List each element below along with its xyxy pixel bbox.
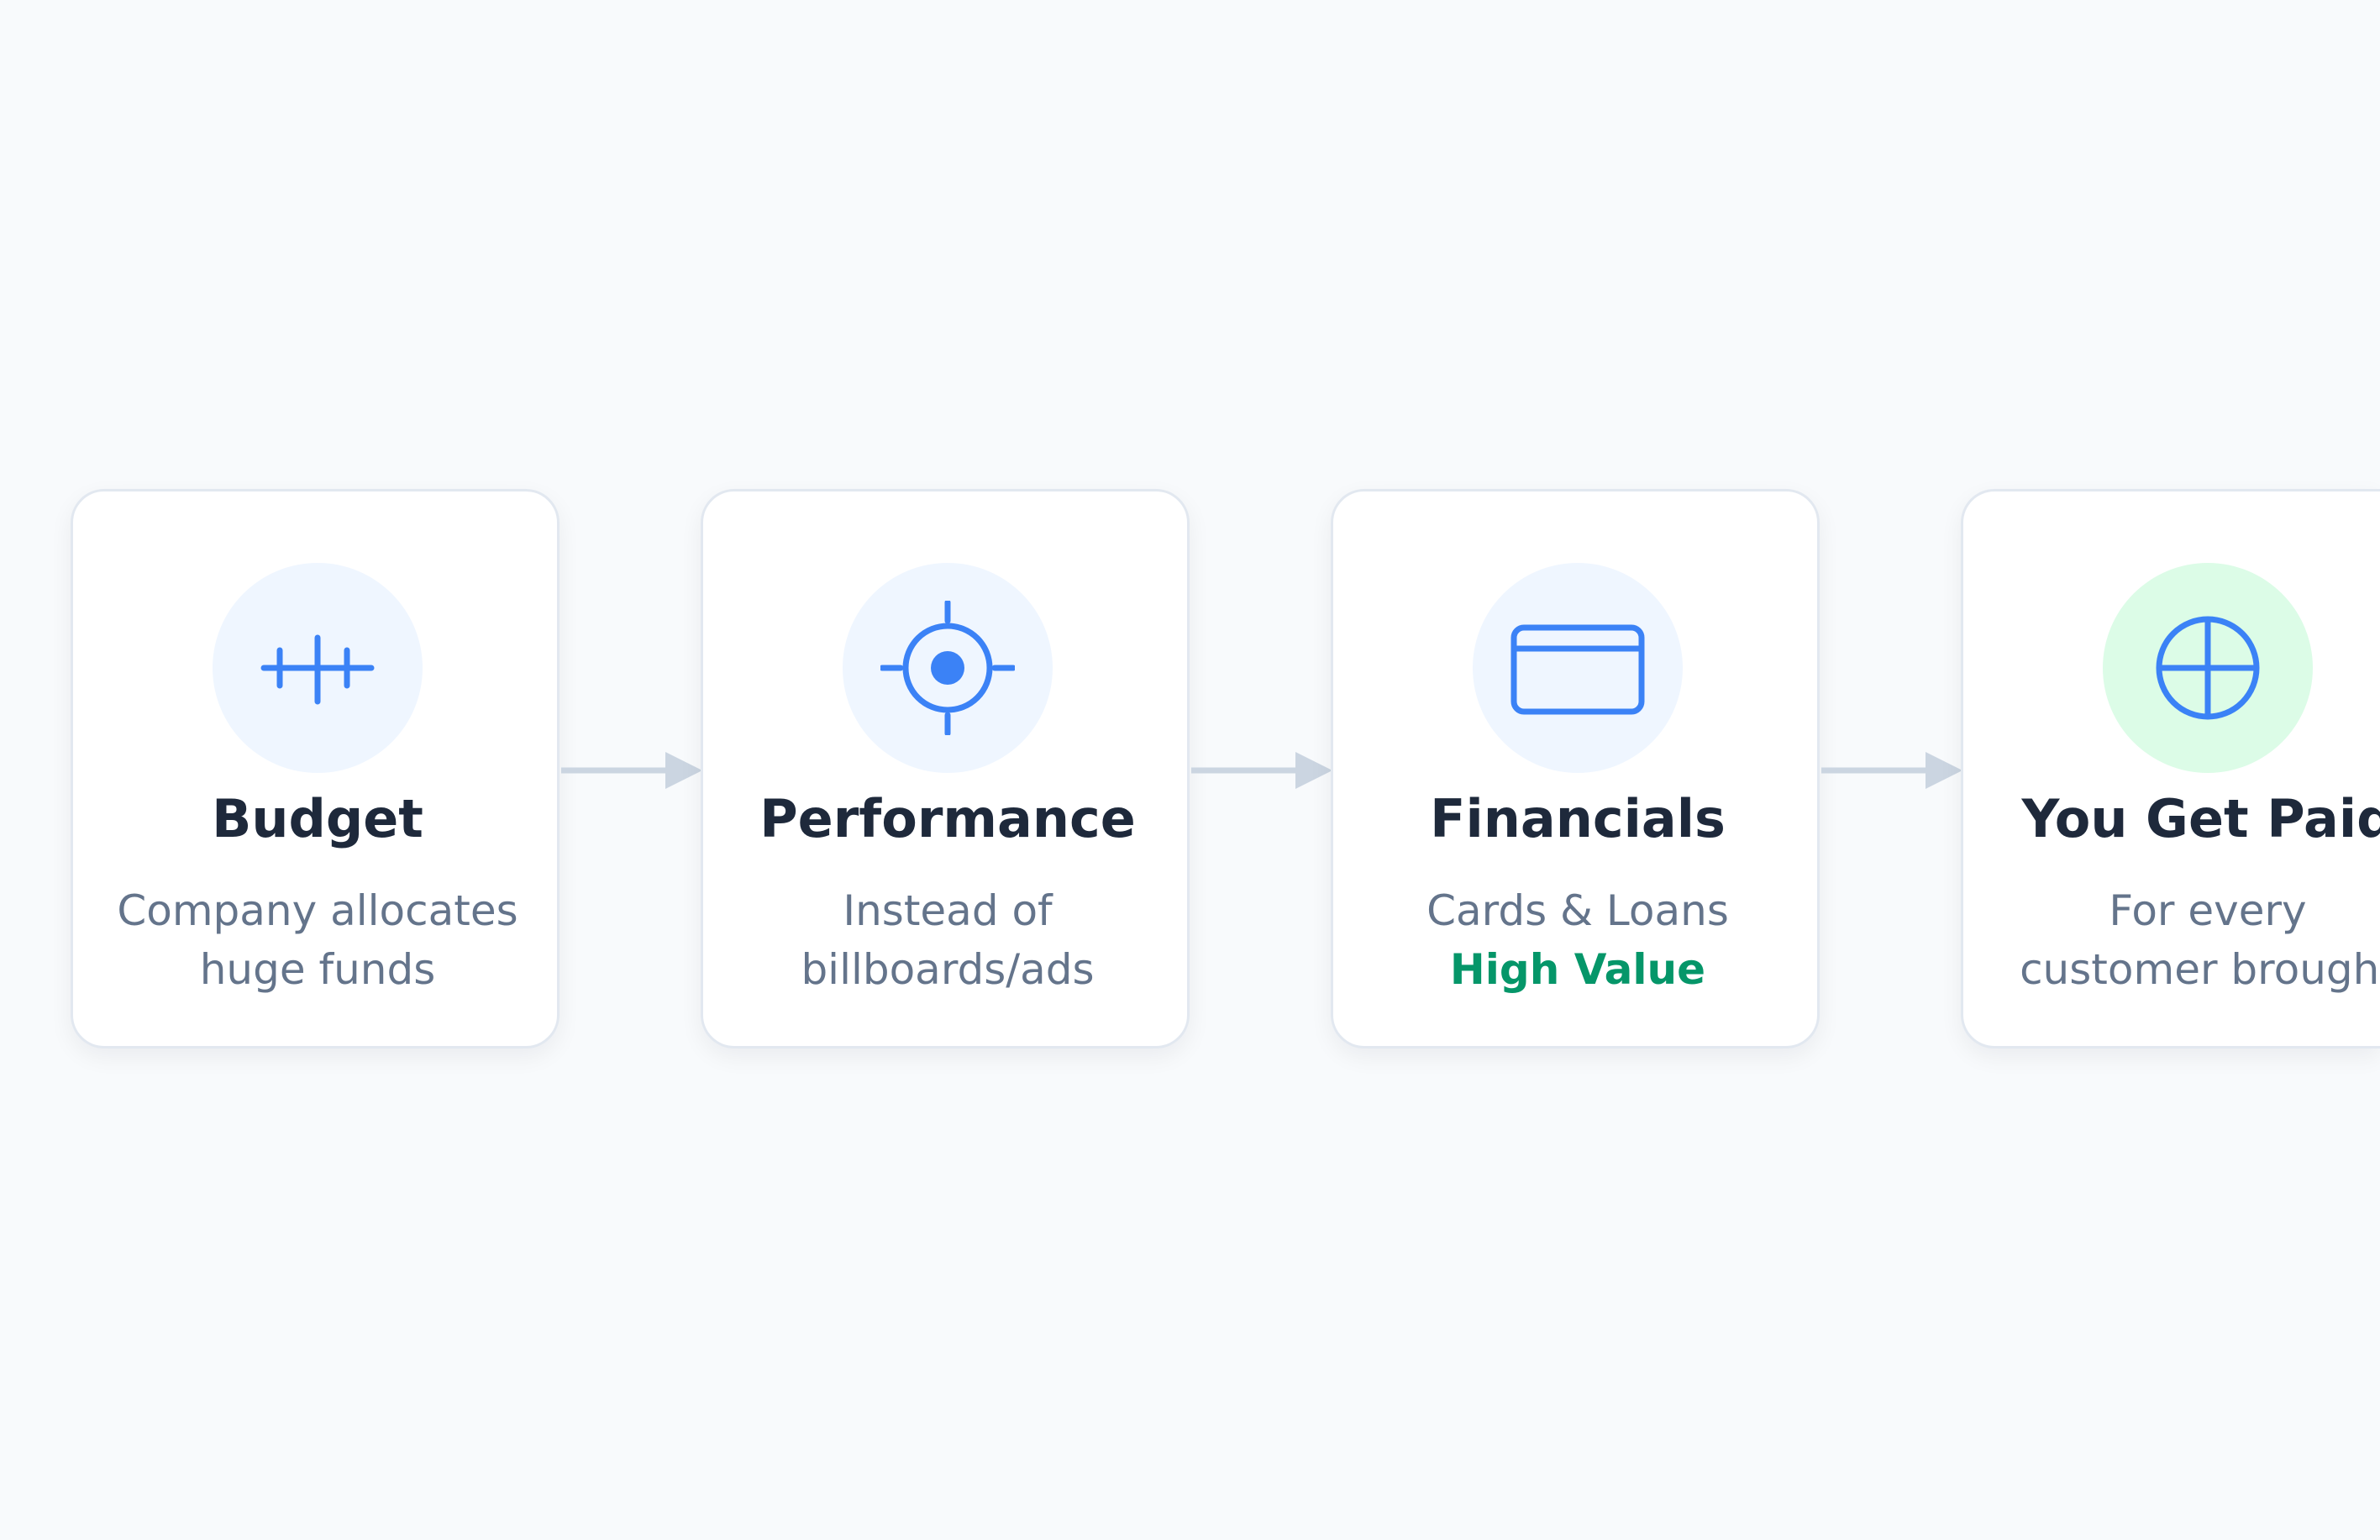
step-card-you-get-paid: You Get Paid For every customer brought bbox=[1961, 489, 2380, 1049]
step-description: Company allocates huge funds bbox=[73, 881, 562, 999]
step-icon-badge bbox=[843, 563, 1053, 773]
description-line: billboards/ads bbox=[801, 945, 1095, 994]
description-line: Company allocates bbox=[117, 886, 518, 935]
step-icon-badge bbox=[213, 563, 423, 773]
description-line: Instead of bbox=[843, 886, 1053, 935]
circle-cross-icon bbox=[2156, 616, 2260, 720]
flow-arrow bbox=[561, 752, 702, 789]
step-description: Instead of billboards/ads bbox=[703, 881, 1192, 999]
description-line: customer brought bbox=[2020, 945, 2380, 994]
step-title: Financials bbox=[1430, 788, 1726, 849]
step-title: You Get Paid bbox=[2021, 788, 2380, 849]
flow-arrow bbox=[1821, 752, 1962, 789]
step-card-performance: Performance Instead of billboards/ads bbox=[701, 489, 1190, 1049]
step-title: Budget bbox=[212, 788, 423, 849]
step-icon-badge bbox=[2103, 563, 2313, 773]
step-icon-badge bbox=[1473, 563, 1683, 773]
highlight-label: High Value bbox=[1449, 945, 1706, 994]
credit-card-icon bbox=[1510, 624, 1645, 715]
ruler-ticks-icon bbox=[260, 634, 375, 705]
description-line: Cards & Loans bbox=[1426, 886, 1729, 935]
step-description: Cards & Loans High Value bbox=[1333, 881, 1822, 999]
step-title: Performance bbox=[759, 788, 1136, 849]
description-line: huge funds bbox=[199, 945, 436, 994]
step-description: For every customer brought bbox=[1963, 881, 2380, 999]
flow-arrow bbox=[1191, 752, 1332, 789]
step-card-financials: Financials Cards & Loans High Value bbox=[1331, 489, 1820, 1049]
crosshair-target-icon bbox=[880, 601, 1015, 735]
description-line: For every bbox=[2109, 886, 2307, 935]
step-card-budget: Budget Company allocates huge funds bbox=[71, 489, 560, 1049]
